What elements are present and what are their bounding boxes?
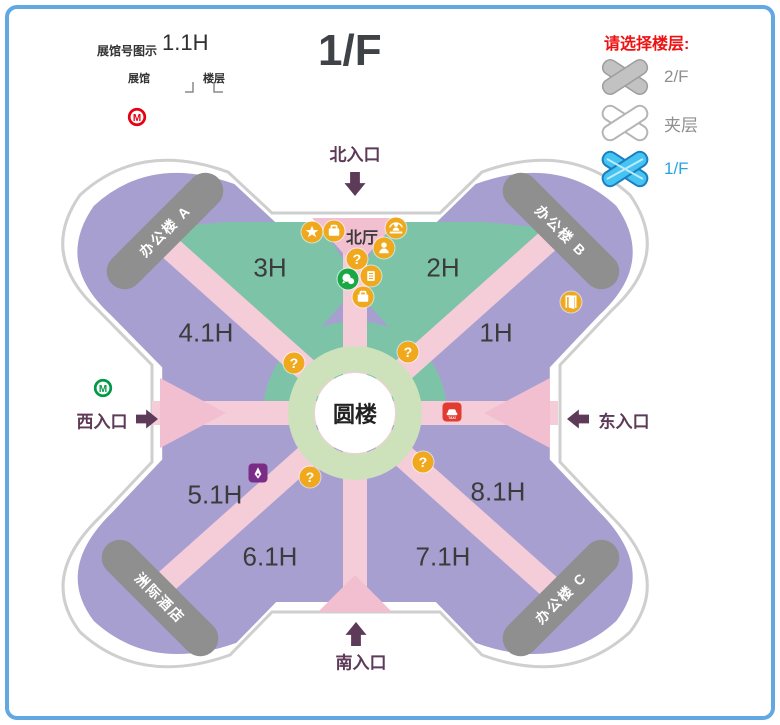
floor-mezzanine-icon bbox=[601, 104, 649, 142]
legend-hall-label: 展馆 bbox=[128, 73, 150, 85]
rotunda-center bbox=[315, 373, 395, 453]
question-icon[interactable]: ? bbox=[412, 451, 434, 473]
legend-connector-lines bbox=[185, 82, 223, 93]
pen-icon[interactable] bbox=[248, 463, 268, 483]
legend-title: 展馆号图示 bbox=[97, 44, 158, 58]
hall-label-41h: 4.1H bbox=[178, 317, 234, 348]
north-hall-label: 北厅 bbox=[345, 230, 379, 247]
entrance-west-arrow-icon bbox=[136, 409, 158, 429]
metro-icon: M bbox=[127, 107, 148, 128]
hall-label-3h: 3H bbox=[253, 252, 287, 283]
metro-icon: M bbox=[93, 378, 114, 399]
hall-3h-area bbox=[163, 222, 345, 352]
entrance-south-arrow-icon bbox=[345, 622, 367, 646]
question-icon[interactable]: ? bbox=[283, 352, 305, 374]
legend-example: 1.1H bbox=[162, 30, 209, 55]
hall-label-51h: 5.1H bbox=[187, 479, 243, 510]
briefcase-icon[interactable] bbox=[352, 286, 374, 308]
floor-1f-icon bbox=[601, 150, 649, 188]
floor-option-1f-label: 1/F bbox=[664, 159, 689, 178]
floor-option-2f-label: 2/F bbox=[664, 67, 689, 86]
rotunda-ring bbox=[288, 346, 422, 480]
entrance-east-arrow-icon bbox=[567, 409, 589, 429]
entrance-north-arrow-icon bbox=[344, 172, 366, 196]
svg-text:?: ? bbox=[290, 356, 299, 372]
svg-text:TAXI: TAXI bbox=[448, 416, 456, 420]
door-icon[interactable] bbox=[560, 291, 582, 313]
briefcase-icon[interactable] bbox=[323, 220, 345, 242]
entrance-east-label: 东入口 bbox=[598, 412, 650, 432]
page-title: 1/F bbox=[318, 26, 382, 75]
svg-text:M: M bbox=[99, 384, 107, 395]
hall-2h-area bbox=[365, 222, 547, 352]
wechat-icon[interactable] bbox=[337, 268, 359, 290]
hall-number-legend: 展馆号图示 1.1H 展馆 楼层 bbox=[90, 30, 270, 100]
entrance-west-label: 西入口 bbox=[76, 412, 128, 432]
info-desk-icon[interactable] bbox=[385, 217, 407, 239]
hall-label-71h: 7.1H bbox=[415, 541, 471, 572]
svg-text:?: ? bbox=[353, 252, 362, 268]
hall-label-2h: 2H bbox=[426, 252, 460, 283]
star-icon[interactable] bbox=[301, 221, 323, 243]
rotunda-label: 圆楼 bbox=[332, 402, 378, 427]
svg-text:?: ? bbox=[419, 455, 428, 471]
legend-floor-label: 楼层 bbox=[203, 73, 225, 85]
west-entrance-funnel bbox=[160, 378, 226, 448]
floor-2f-icon bbox=[601, 59, 649, 95]
east-entrance-funnel bbox=[484, 378, 550, 448]
svg-text:?: ? bbox=[306, 470, 315, 486]
question-icon[interactable]: ? bbox=[346, 248, 368, 270]
question-icon[interactable]: ? bbox=[397, 341, 419, 363]
document-icon[interactable] bbox=[360, 265, 382, 287]
floor-option-mezzanine-label: 夹层 bbox=[664, 115, 698, 135]
entrance-north-label: 北入口 bbox=[329, 145, 381, 165]
floor-option-1f[interactable]: 1/F bbox=[596, 146, 761, 192]
south-entrance-funnel bbox=[318, 575, 392, 612]
person-icon[interactable] bbox=[373, 237, 395, 259]
question-icon[interactable]: ? bbox=[299, 466, 321, 488]
floor-option-2f[interactable]: 2/F bbox=[596, 54, 761, 100]
svg-text:M: M bbox=[133, 113, 141, 124]
floor-selector-title: 请选择楼层: bbox=[604, 36, 690, 53]
hall-label-1h: 1H bbox=[479, 317, 513, 348]
entrance-south-label: 南入口 bbox=[335, 653, 387, 673]
hall-label-81h: 8.1H bbox=[470, 476, 526, 507]
hall-label-61h: 6.1H bbox=[242, 541, 298, 572]
svg-text:?: ? bbox=[404, 345, 413, 361]
taxi-icon[interactable]: TAXI bbox=[442, 402, 462, 422]
floor-selector: 请选择楼层: 2/F 夹层 bbox=[596, 30, 761, 192]
floor-option-mezzanine[interactable]: 夹层 bbox=[596, 100, 761, 146]
